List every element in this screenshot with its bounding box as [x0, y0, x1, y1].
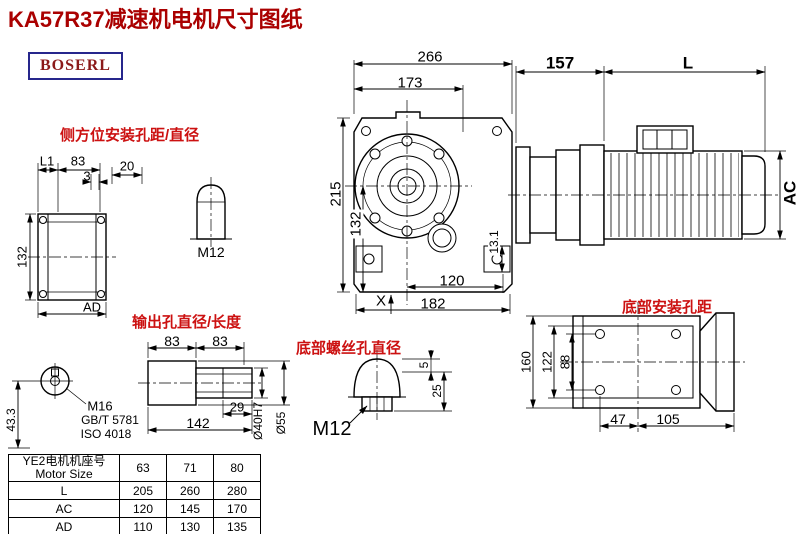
cell-AC-63: 120 — [119, 499, 167, 519]
dim-13-1: 13.1 — [487, 228, 501, 256]
cell-AD-71: 130 — [166, 517, 214, 534]
dim-29: 29 — [229, 399, 245, 415]
dim-83-b: 83 — [212, 333, 228, 349]
mount-pin-drawing — [190, 177, 232, 247]
dim-160: 160 — [518, 351, 534, 373]
table-header-motor-size: YE2电机机座号 Motor Size — [8, 453, 120, 483]
row-label-AC: AC — [8, 499, 120, 519]
cell-AC-80: 170 — [213, 499, 261, 519]
cell-AC-71: 145 — [166, 499, 214, 519]
annotation-bottom-mount: 底部安装孔距 — [622, 299, 713, 316]
motor-size-table: YE2电机机座号 Motor Size 63 71 80 L 205 260 2… — [8, 453, 261, 534]
dim-173: 173 — [397, 74, 423, 92]
dim-43-3: 43.3 — [4, 406, 18, 434]
fan-cover — [741, 155, 766, 235]
brand-logo-text: BOSERL — [40, 57, 111, 74]
table-row-AD: AD 110 130 135 — [8, 517, 261, 534]
table-header-cn: YE2电机机座号 — [22, 454, 106, 468]
dim-122: 122 — [539, 351, 555, 373]
dim-AD: AD — [82, 299, 102, 315]
dim-L1: L1 — [39, 153, 55, 169]
dim-182: 182 — [420, 295, 446, 313]
dim-3: 3 — [83, 168, 91, 184]
annotation-output-hole: 输出孔直径/长度 — [132, 314, 242, 331]
table-size-71: 71 — [166, 453, 214, 483]
table-size-80: 80 — [213, 453, 261, 483]
table-header-row: YE2电机机座号 Motor Size 63 71 80 — [8, 453, 261, 483]
label-gb-standard: GB/T 5781 — [81, 413, 139, 427]
dim-132-side: 132 — [14, 246, 30, 268]
dim-88: 88 — [557, 354, 573, 370]
dim-m12-side: M12 — [197, 244, 225, 260]
cell-L-63: 205 — [119, 481, 167, 501]
row-label-L: L — [8, 481, 120, 501]
dim-m12-bottom: M12 — [312, 418, 352, 440]
table-row-AC: AC 120 145 170 — [8, 499, 261, 519]
cell-AD-63: 110 — [119, 517, 167, 534]
table-size-63: 63 — [119, 453, 167, 483]
dim-x-datum: X — [375, 292, 387, 310]
dim-L: L — [682, 53, 694, 73]
side-flange-view-drawing — [25, 163, 143, 318]
table-row-L: L 205 260 280 — [8, 481, 261, 501]
dim-AC: AC — [780, 180, 800, 206]
page-title: KA57R37减速机电机尺寸图纸 — [8, 7, 303, 32]
dim-120: 120 — [439, 272, 465, 290]
dim-20: 20 — [119, 158, 135, 174]
dim-105: 105 — [656, 411, 680, 427]
cell-L-71: 260 — [166, 481, 214, 501]
motor-side-view-drawing — [508, 66, 786, 246]
output-shaft-drawing — [8, 342, 290, 449]
bottom-mount-view-drawing — [526, 302, 745, 432]
dim-25: 25 — [430, 384, 444, 398]
cell-L-80: 280 — [213, 481, 261, 501]
dim-bore-40h7: Ø40H7 — [251, 401, 265, 441]
label-m16: M16 — [87, 398, 113, 414]
dim-83-side: 83 — [70, 153, 86, 169]
dim-132-main: 132 — [347, 209, 365, 239]
dim-83-a: 83 — [164, 333, 180, 349]
annotation-side-mount: 侧方位安装孔距/直径 — [60, 127, 200, 144]
bottom-bolt-drawing — [348, 350, 452, 424]
dim-od-55: Ø55 — [274, 411, 288, 435]
dim-157: 157 — [545, 53, 575, 73]
dim-266: 266 — [417, 48, 443, 66]
main-front-view-drawing — [337, 60, 513, 314]
dim-142: 142 — [186, 415, 210, 431]
cell-AD-80: 135 — [213, 517, 261, 534]
dim-5: 5 — [417, 361, 431, 369]
dim-215: 215 — [327, 181, 345, 207]
dim-47: 47 — [610, 411, 626, 427]
brand-logo: BOSERL — [28, 52, 123, 80]
row-label-AD: AD — [8, 517, 120, 534]
table-header-en: Motor Size — [35, 467, 93, 482]
annotation-bottom-screw: 底部螺丝孔直径 — [296, 340, 402, 357]
oil-plug-circle — [427, 223, 457, 253]
label-iso-standard: ISO 4018 — [80, 427, 132, 441]
